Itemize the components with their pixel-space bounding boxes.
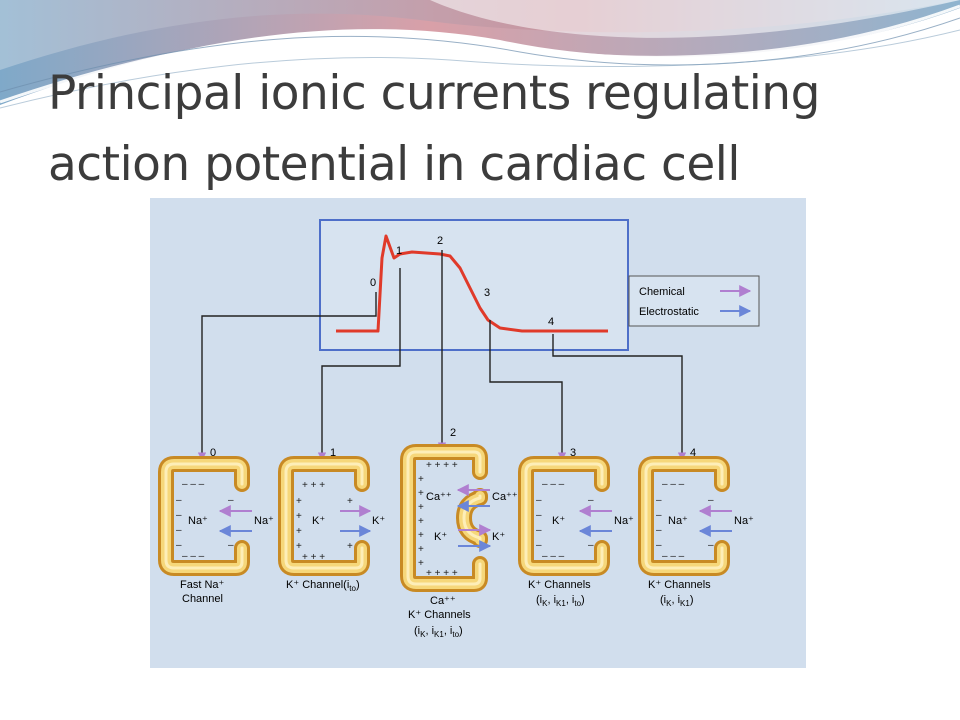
channel-number-0: 0 (210, 447, 216, 459)
decorative-banner (0, 0, 960, 109)
svg-text:+ + +: + + + (302, 480, 325, 491)
channel-2-outside-ion-top: Ca⁺⁺ (492, 491, 518, 503)
svg-text:–: – (656, 540, 662, 551)
channel-1-inside-ion: K⁺ (312, 515, 325, 527)
legend-box (628, 275, 760, 327)
phase-label-2: 2 (437, 235, 443, 247)
svg-text:–: – (708, 540, 714, 551)
svg-text:+ + + +: + + + + (426, 460, 458, 471)
svg-text:–: – (656, 510, 662, 521)
phase-label-3: 3 (484, 287, 490, 299)
svg-text:+: + (418, 474, 424, 485)
channel-3-outside-ion: Na⁺ (614, 515, 634, 527)
svg-text:+: + (347, 541, 353, 552)
phase-label-4: 4 (548, 316, 554, 328)
svg-text:– – –: – – – (542, 479, 565, 490)
channel-0-label-2: Channel (182, 593, 223, 605)
svg-text:– – –: – – – (662, 479, 685, 490)
channel-0-fast-na: – – – – – – –– –– –– Na⁺ Na⁺ Fast Na⁺ Ch… (158, 456, 274, 605)
svg-text:–: – (536, 495, 542, 506)
legend-electrostatic-label: Electrostatic (639, 306, 699, 318)
svg-text:–: – (176, 495, 182, 506)
svg-text:+: + (296, 511, 302, 522)
title-line-2: action potential in cardiac cell (48, 137, 740, 192)
channel-2-label-1: Ca⁺⁺ (430, 595, 456, 607)
channel-4-outside-ion: Na⁺ (734, 515, 754, 527)
channel-4-label-1: K⁺ Channels (648, 579, 711, 591)
svg-text:–: – (656, 525, 662, 536)
channel-3-k-channels: – – – – – – –– –– –– K⁺ Na⁺ K⁺ Channels … (518, 456, 634, 608)
channel-0-inside-ion: Na⁺ (188, 515, 208, 527)
svg-text:–: – (656, 495, 662, 506)
connector-arrow-4 (552, 334, 687, 461)
svg-text:–: – (536, 540, 542, 551)
connector-arrow-1 (317, 268, 401, 461)
svg-text:+: + (296, 541, 302, 552)
channel-number-3: 3 (570, 447, 576, 459)
svg-text:–: – (588, 495, 594, 506)
channel-2-ca-k: + + + + + + + + ++ ++ ++ + Ca⁺⁺ Ca⁺⁺ K⁺ … (400, 444, 518, 639)
channel-2-inside-ion-bottom: K⁺ (434, 531, 447, 543)
svg-text:+: + (418, 516, 424, 527)
phase-label-1: 1 (396, 245, 402, 257)
svg-text:+: + (418, 488, 424, 499)
svg-text:+: + (418, 530, 424, 541)
channel-4-k-channels: – – – – – – –– –– –– Na⁺ Na⁺ K⁺ Channels… (638, 456, 754, 608)
svg-text:–: – (228, 495, 234, 506)
svg-text:+: + (296, 526, 302, 537)
svg-text:–: – (176, 510, 182, 521)
ionic-currents-diagram: 0 1 2 3 4 Chemical Electrostatic 0 1 2 3… (150, 198, 806, 668)
svg-text:+: + (418, 558, 424, 569)
channel-3-label-1: K⁺ Channels (528, 579, 591, 591)
channel-1-label: K⁺ Channel(ito) (286, 579, 360, 593)
legend-chemical-label: Chemical (639, 286, 685, 298)
channel-4-label-2: (iK, iK1) (660, 594, 693, 608)
channel-3-inside-ion: K⁺ (552, 515, 565, 527)
svg-text:–: – (536, 510, 542, 521)
svg-text:–: – (536, 525, 542, 536)
title-line-1: Principal ionic currents regulating (48, 66, 820, 121)
svg-text:+ + + +: + + + + (426, 568, 458, 579)
channel-0-outside-ion: Na⁺ (254, 515, 274, 527)
svg-text:+: + (418, 544, 424, 555)
channel-2-label-3: (iK, iK1, ito) (414, 625, 463, 639)
svg-text:–: – (176, 540, 182, 551)
svg-text:– – –: – – – (542, 551, 565, 562)
connector-arrow-0 (197, 292, 377, 461)
svg-text:–: – (708, 495, 714, 506)
action-potential-panel (319, 219, 629, 351)
svg-text:+: + (347, 496, 353, 507)
svg-text:–: – (588, 540, 594, 551)
svg-text:+ + +: + + + (302, 552, 325, 563)
svg-text:– – –: – – – (182, 551, 205, 562)
svg-text:– – –: – – – (662, 551, 685, 562)
connector-arrow-3 (489, 320, 567, 461)
channel-1-label-sub: to (349, 584, 356, 593)
channel-2-inside-ion-top: Ca⁺⁺ (426, 491, 452, 503)
channel-number-4: 4 (690, 447, 696, 459)
channel-1-outside-ion: K⁺ (372, 515, 385, 527)
slide-title: Principal ionic currents regulating acti… (48, 58, 928, 200)
svg-text:+: + (296, 496, 302, 507)
channel-number-2: 2 (450, 427, 456, 439)
channel-4-inside-ion: Na⁺ (668, 515, 688, 527)
svg-text:+: + (418, 502, 424, 513)
channel-3-label-2: (iK, iK1, ito) (536, 594, 585, 608)
channel-0-label-1: Fast Na⁺ (180, 579, 225, 591)
svg-text:–: – (176, 525, 182, 536)
phase-label-0: 0 (370, 277, 376, 289)
channel-1-k-ito: + + + + + + ++ ++ ++ K⁺ K⁺ K⁺ Channel(it… (278, 456, 385, 593)
action-potential-trace (336, 234, 608, 333)
channel-number-1: 1 (330, 447, 336, 459)
channel-2-outside-ion-bottom: K⁺ (492, 531, 505, 543)
svg-text:–: – (228, 540, 234, 551)
channel-2-label-2: K⁺ Channels (408, 609, 471, 621)
svg-text:– – –: – – – (182, 479, 205, 490)
